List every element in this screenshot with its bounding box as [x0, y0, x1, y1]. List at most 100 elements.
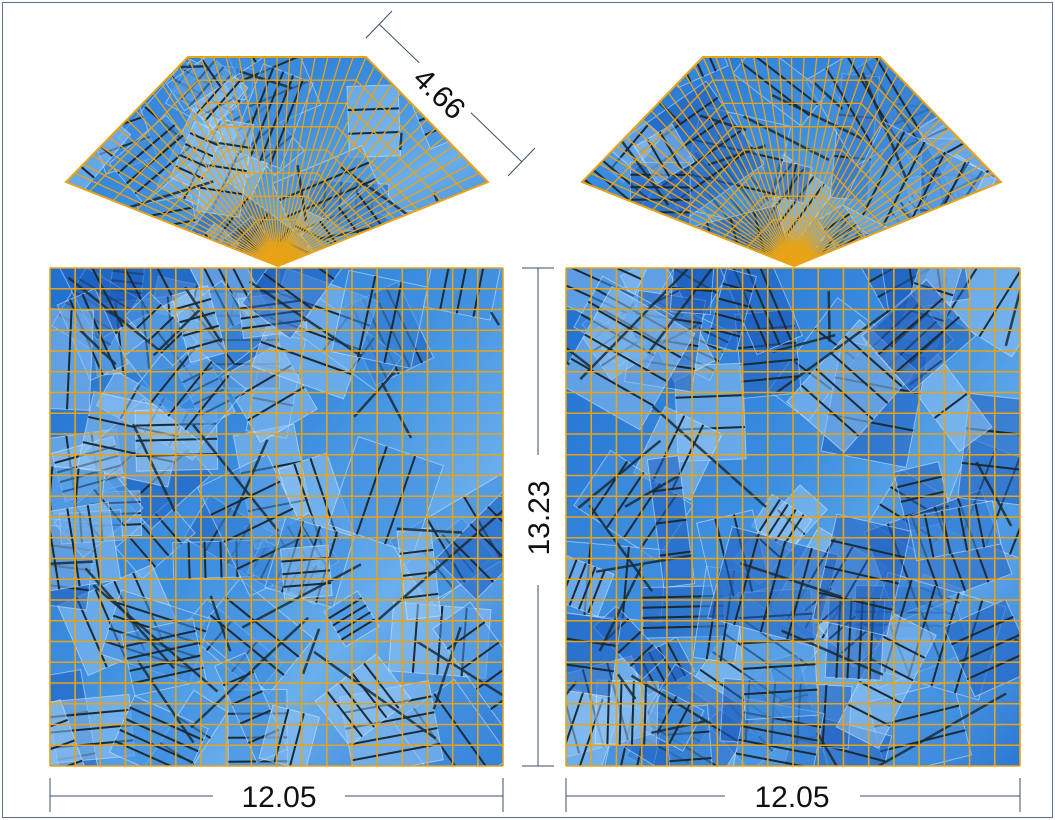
shard-mullion: [758, 498, 781, 532]
shard-mullion: [923, 514, 935, 558]
ring-grid-line: [206, 195, 349, 239]
shard-mullion: [675, 394, 744, 399]
ring-grid-line: [699, 172, 887, 230]
shard-mullion: [249, 71, 285, 158]
shard-mullion: [201, 59, 222, 88]
radial-grid-line: [200, 56, 279, 267]
shard-mullion: [439, 268, 456, 311]
strut: [876, 692, 1007, 766]
radial-grid-line: [793, 110, 933, 267]
glass-shard: [194, 578, 315, 695]
shard-mullion: [150, 347, 196, 404]
radial-grid-line: [616, 145, 795, 267]
shard-pane: [165, 57, 293, 112]
radial-grid-line: [778, 56, 795, 267]
radial-grid-line: [793, 127, 950, 267]
shard-mullion: [81, 293, 117, 370]
shard-mullion: [209, 614, 285, 676]
shard-pane: [136, 194, 202, 257]
strut: [377, 509, 503, 621]
radial-grid-line: [793, 56, 869, 267]
strut: [192, 423, 280, 533]
strut: [231, 439, 269, 519]
shard-mullion: [617, 630, 642, 654]
shard-mullion: [203, 163, 247, 173]
shard-mullion: [940, 510, 952, 555]
shard-mullion: [894, 316, 960, 374]
shard-mullion: [753, 268, 792, 341]
strut: [301, 628, 321, 675]
shard-mullion: [141, 524, 170, 557]
radial-grid-line: [598, 163, 795, 267]
radial-grid-line: [277, 83, 393, 267]
shard-mullion: [332, 604, 367, 627]
strut: [190, 616, 309, 729]
ring-grid-line: [159, 149, 396, 220]
shard-pane: [50, 501, 122, 597]
shard-mullion: [655, 518, 687, 525]
glass-shard: [346, 84, 402, 158]
shard-mullion: [829, 351, 889, 404]
radial-grid-line: [793, 92, 916, 267]
shard-pane: [331, 269, 429, 369]
shard-mullion: [210, 480, 281, 516]
radial-grid-line: [225, 56, 279, 267]
shard-mullion: [881, 635, 926, 659]
shard-mullion: [219, 541, 223, 578]
shard-mullion: [566, 691, 585, 766]
left-trapezoid: [64, 56, 490, 268]
right-trapezoid: [580, 56, 1003, 268]
shard-mullion: [175, 298, 212, 310]
shard-mullion: [148, 316, 175, 342]
radial-grid-line: [793, 163, 985, 267]
strut: [249, 280, 362, 358]
slant-label-backdrop: [396, 50, 484, 136]
shard-mullion: [577, 566, 597, 610]
shard-mullion: [966, 650, 1020, 681]
shard-mullion: [431, 209, 436, 242]
shard-mullion: [818, 591, 893, 611]
strut: [579, 268, 689, 380]
shard-mullion: [752, 210, 773, 266]
left-panel-shards: [50, 268, 503, 766]
shard-mullion: [1034, 476, 1055, 564]
slant-extension-top: [365, 10, 393, 39]
radial-grid-line: [693, 65, 795, 267]
shard-mullion: [336, 611, 371, 634]
strut: [296, 165, 308, 223]
shard-mullion: [351, 672, 388, 719]
shard-mullion: [86, 505, 102, 583]
radial-grid-line: [277, 119, 428, 267]
glass-shard: [907, 500, 1002, 562]
glass-shard: [279, 544, 333, 601]
strut: [616, 673, 637, 700]
shard-mullion: [127, 268, 176, 301]
radial-grid-line: [793, 56, 818, 267]
strut: [398, 132, 403, 151]
shard-mullion: [66, 508, 81, 587]
shard-mullion: [815, 368, 874, 421]
shard-mullion: [589, 460, 629, 518]
left-width-label: 12.05: [241, 781, 316, 814]
radial-grid-line: [187, 56, 279, 267]
radial-grid-line: [793, 56, 831, 267]
glass-shard: [942, 598, 1020, 698]
shard-mullion: [126, 642, 199, 660]
shard-mullion: [119, 728, 194, 764]
shard-mullion: [372, 224, 402, 266]
strut: [1004, 286, 1020, 347]
glass-shard: [432, 601, 503, 731]
shard-mullion: [186, 338, 223, 351]
radial-grid-line: [793, 65, 890, 267]
shard-pane: [241, 268, 357, 340]
radial-grid-line: [277, 56, 354, 267]
radial-grid-line: [161, 83, 279, 267]
shard-mullion: [786, 547, 813, 640]
ring-grid-line: [230, 218, 326, 248]
ring-grid-line: [136, 126, 419, 211]
shard-mullion: [136, 303, 163, 329]
strut: [624, 475, 679, 508]
shard-pane: [432, 601, 503, 731]
shard-mullion: [978, 268, 1020, 338]
